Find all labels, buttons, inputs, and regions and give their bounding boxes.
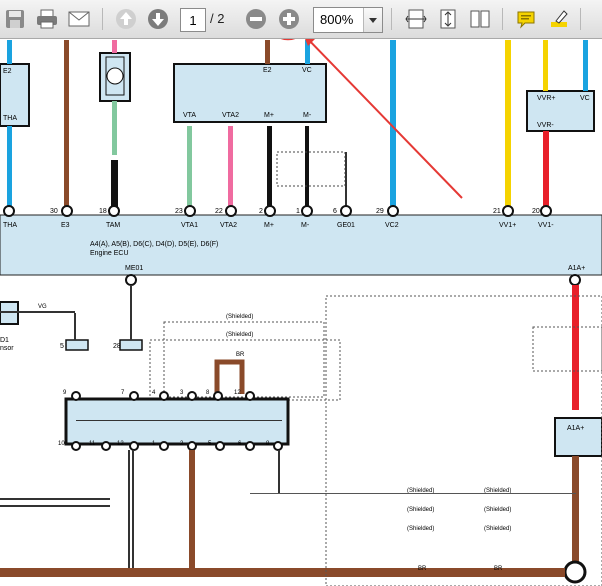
svg-text:VVR+: VVR+ (537, 95, 555, 102)
svg-text:30: 30 (50, 208, 58, 215)
prev-page-icon[interactable] (114, 6, 138, 32)
svg-text:4: 4 (152, 390, 156, 396)
svg-text:A1A+: A1A+ (568, 265, 585, 272)
svg-text:M+: M+ (264, 112, 274, 119)
svg-text:6: 6 (333, 208, 337, 215)
pdf-toolbar: 1 / 2 800% (0, 0, 602, 39)
svg-text:nsor: nsor (0, 345, 14, 352)
svg-text:VG: VG (38, 304, 47, 310)
svg-text:8: 8 (206, 390, 210, 396)
next-page-icon[interactable] (146, 6, 170, 32)
svg-text:VC2: VC2 (385, 222, 399, 229)
svg-text:THA: THA (3, 222, 17, 229)
svg-text:A1A+: A1A+ (567, 425, 584, 432)
svg-text:(Shielded): (Shielded) (226, 314, 253, 320)
svg-text:1: 1 (296, 208, 300, 215)
svg-text:BR: BR (418, 566, 427, 572)
two-page-icon[interactable] (468, 6, 492, 32)
svg-text:M+: M+ (264, 222, 274, 229)
svg-text:E2: E2 (3, 68, 12, 75)
svg-text:GE01: GE01 (337, 222, 355, 229)
svg-text:9: 9 (63, 390, 67, 396)
highlight-icon[interactable] (547, 6, 571, 32)
svg-text:THA: THA (3, 115, 17, 122)
print-icon[interactable] (34, 6, 60, 32)
svg-text:12: 12 (234, 390, 241, 396)
svg-text:VVR-: VVR- (537, 122, 554, 129)
ecu-connectors: A4(A), A5(B), D6(C), D4(D), D5(E), D6(F) (90, 241, 218, 248)
sensor-box-left (0, 63, 30, 127)
svg-text:VC: VC (302, 67, 312, 74)
svg-text:21: 21 (493, 208, 501, 215)
svg-text:VTA2: VTA2 (220, 222, 237, 229)
svg-text:8: 8 (266, 441, 270, 447)
zoom-out-icon[interactable] (244, 6, 268, 32)
svg-text:7: 7 (121, 390, 125, 396)
svg-text:(Shielded): (Shielded) (484, 488, 511, 494)
chevron-down-icon[interactable] (363, 8, 382, 32)
svg-text:VV1-: VV1- (538, 222, 554, 229)
svg-text:E2: E2 (263, 67, 272, 74)
svg-text:18: 18 (99, 208, 107, 215)
svg-text:VC: VC (580, 95, 590, 102)
svg-text:(Shielded): (Shielded) (407, 526, 434, 532)
svg-text:(Shielded): (Shielded) (407, 488, 434, 494)
svg-text:VTA2: VTA2 (222, 112, 239, 119)
svg-text:29: 29 (376, 208, 384, 215)
page-number-input[interactable]: 1 (180, 8, 206, 32)
svg-text:5: 5 (208, 441, 212, 447)
svg-text:VTA: VTA (183, 112, 196, 119)
ecu-name: Engine ECU (90, 250, 129, 257)
page-total: / 2 (210, 11, 225, 26)
svg-text:BR: BR (494, 566, 503, 572)
svg-text:E3: E3 (61, 222, 70, 229)
svg-text:M-: M- (303, 112, 312, 119)
throttle-body-box (173, 63, 327, 123)
svg-text:VV1+: VV1+ (499, 222, 516, 229)
svg-text:2: 2 (180, 441, 184, 447)
svg-text:22: 22 (215, 208, 223, 215)
svg-text:23: 23 (175, 208, 183, 215)
fit-width-icon[interactable] (404, 6, 428, 32)
svg-text:3: 3 (180, 390, 184, 396)
svg-text:11: 11 (89, 441, 96, 447)
svg-text:ME01: ME01 (125, 265, 143, 272)
svg-text:1: 1 (152, 441, 156, 447)
vvt-box (526, 90, 595, 132)
svg-text:20: 20 (532, 208, 540, 215)
svg-text:VTA1: VTA1 (181, 222, 198, 229)
svg-text:6: 6 (238, 441, 242, 447)
svg-text:(Shielded): (Shielded) (484, 526, 511, 532)
svg-text:TAM: TAM (106, 222, 120, 229)
svg-text:10: 10 (58, 441, 65, 447)
svg-text:12: 12 (117, 441, 124, 447)
svg-text:(Shielded): (Shielded) (407, 507, 434, 513)
save-icon[interactable] (2, 6, 28, 32)
svg-text:2: 2 (259, 208, 263, 215)
svg-text:D1: D1 (0, 337, 9, 344)
email-icon[interactable] (66, 6, 92, 32)
zoom-value: 800% (320, 12, 354, 27)
ecu-band (0, 214, 602, 276)
junction-connector (64, 397, 290, 446)
comment-icon[interactable] (514, 6, 538, 32)
svg-text:BR: BR (236, 352, 245, 358)
zoom-in-icon[interactable] (277, 6, 301, 32)
svg-text:M-: M- (301, 222, 310, 229)
svg-text:(Shielded): (Shielded) (226, 332, 253, 338)
wiring-diagram: E2 THA E2 VC VTA VTA2 M+ M- VVR+ VC VVR-… (0, 39, 602, 586)
zoom-select[interactable]: 800% (313, 7, 383, 33)
fit-page-icon[interactable] (436, 6, 460, 32)
svg-text:5: 5 (60, 343, 64, 350)
svg-text:(Shielded): (Shielded) (484, 507, 511, 513)
annotation-arrow (306, 39, 463, 199)
svg-text:28: 28 (113, 343, 121, 350)
